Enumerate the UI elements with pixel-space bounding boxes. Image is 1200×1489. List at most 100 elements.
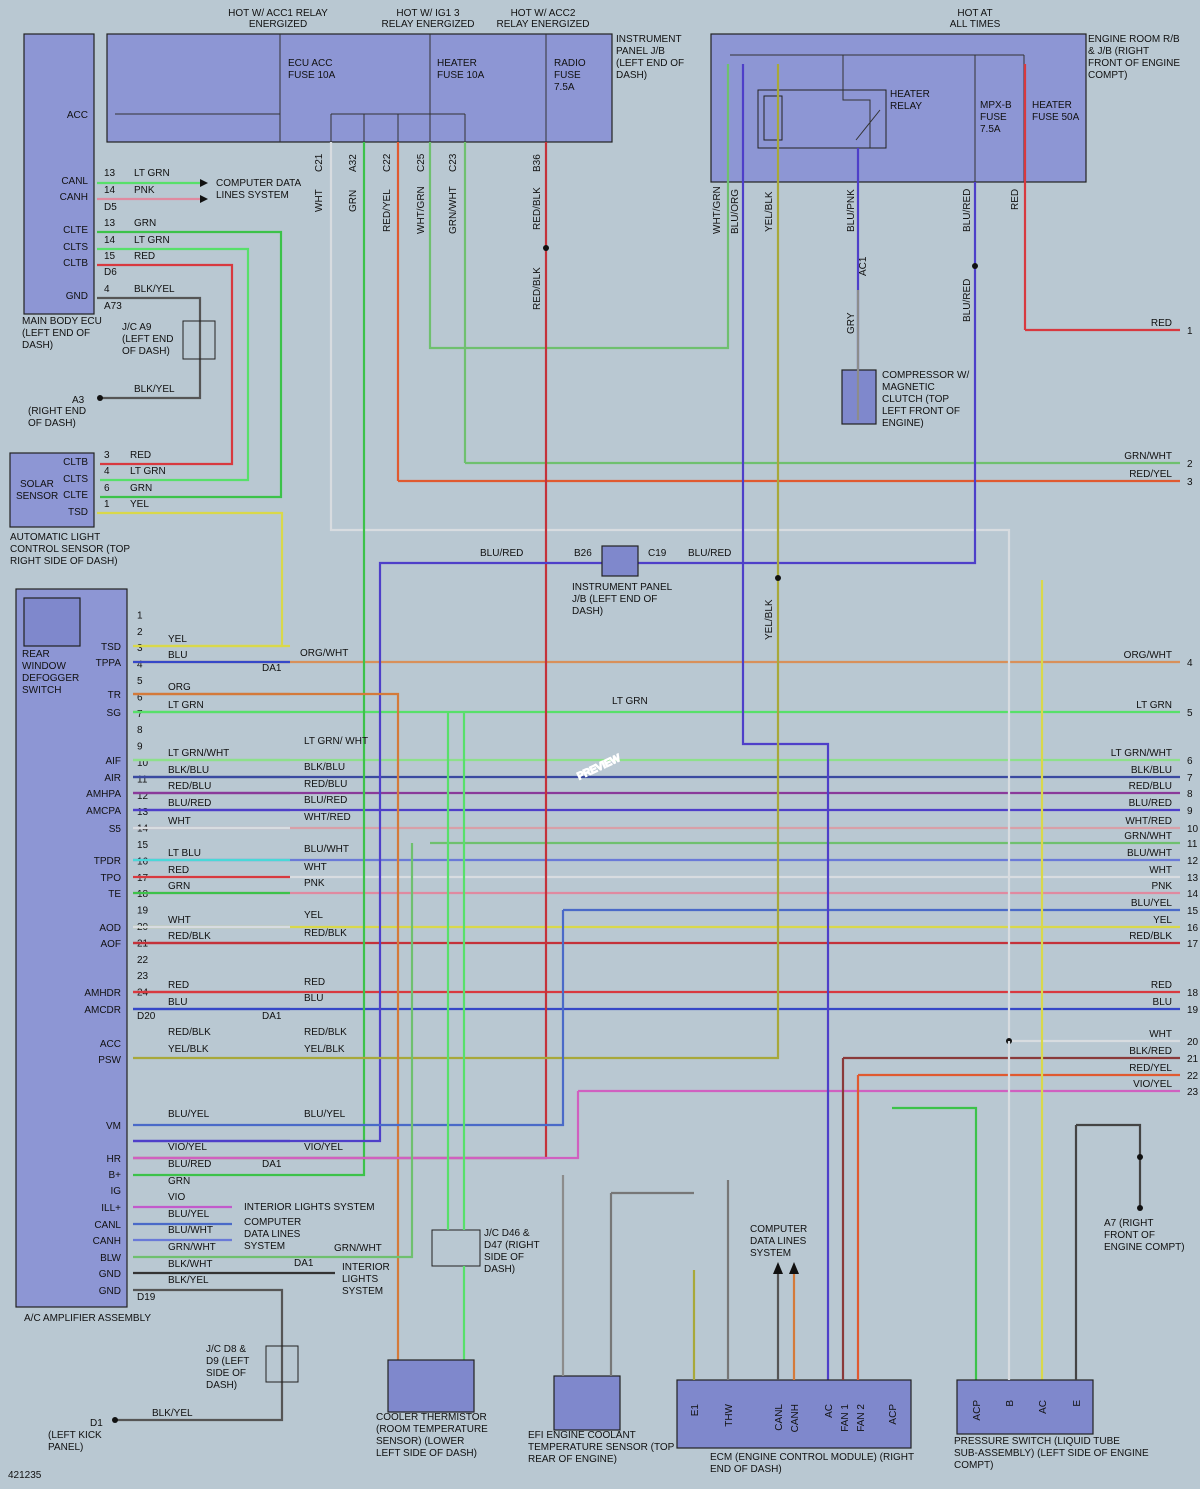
defogger-label: SWITCH — [22, 685, 61, 696]
solar-pin: CLTB — [63, 457, 88, 468]
vertical-label: YEL/BLK — [764, 191, 775, 232]
right-wire-label: WHT/RED — [1125, 816, 1172, 827]
wire-label: ORG/WHT — [300, 648, 348, 659]
main-body-ecu-label: MAIN BODY ECU — [22, 316, 102, 327]
compressor-label: ENGINE) — [882, 418, 924, 429]
pin: 4 — [104, 466, 110, 477]
vertical-label: WHT/GRN — [712, 186, 723, 234]
mid-label: LT GRN/ WHT — [304, 736, 368, 747]
ecu-pin-label: ACC — [67, 110, 88, 121]
connector: DA1 — [262, 1159, 282, 1170]
amp-wire-label: RED/BLK — [168, 931, 211, 942]
ip-jb-label: (LEFT END OF — [616, 58, 684, 69]
pressure-label: SUB-ASSEMBLY) (LEFT SIDE OF ENGINE — [954, 1448, 1149, 1459]
right-wire-num: 2 — [1187, 459, 1193, 470]
ac-amp-label: A/C AMPLIFIER ASSEMBLY — [24, 1313, 151, 1324]
right-wire-label: BLK/BLU — [1131, 765, 1172, 776]
wire-label: LT GRN — [130, 466, 166, 477]
compressor-label: LEFT FRONT OF — [882, 406, 960, 417]
amp-pin-label: ILL+ — [101, 1203, 121, 1214]
connector: DA1 — [294, 1258, 314, 1269]
amp-pin-label: IG — [110, 1186, 121, 1197]
wire-label: GRN — [130, 483, 152, 494]
connector: C21 — [314, 153, 325, 172]
ecm-pin: THW — [724, 1403, 735, 1426]
amp-pin-num: 8 — [137, 725, 143, 736]
right-wire-num: 6 — [1187, 756, 1193, 767]
wire-label: BLK/YEL — [152, 1408, 193, 1419]
wire-label: BLU/YEL — [304, 1109, 346, 1120]
ecu-pin-label: CLTE — [63, 225, 88, 236]
jb-bus — [115, 113, 466, 142]
right-wire-num: 8 — [1187, 789, 1193, 800]
right-wire-label: RED — [1151, 318, 1172, 329]
connector: D20 — [137, 1011, 156, 1022]
right-wire-num: 9 — [1187, 806, 1193, 817]
amp-wire-label: YEL — [168, 634, 187, 645]
connector: A73 — [104, 301, 122, 312]
amp-pin-label: AMHPA — [86, 789, 121, 800]
right-wire-label: BLU — [1153, 997, 1172, 1008]
amp-wire-label: WHT — [168, 816, 191, 827]
arrow — [789, 1262, 799, 1274]
engine-rb-label: & J/B (RIGHT — [1088, 46, 1149, 57]
wire-label: BLU/RED — [480, 548, 523, 559]
wire-blw — [133, 843, 414, 1259]
compressor-label: COMPRESSOR W/ — [882, 370, 969, 381]
hot-ig13: RELAY ENERGIZED — [382, 19, 475, 30]
heater-relay-label: RELAY — [890, 101, 922, 112]
solar-pin: CLTS — [63, 474, 88, 485]
amp-pin-num: 15 — [137, 840, 149, 851]
amp-wire-label: BLK/BLU — [168, 765, 209, 776]
wire-clts — [97, 247, 250, 482]
amp-pin-label: AOD — [99, 923, 121, 934]
jc-d8-label: DASH) — [206, 1380, 237, 1391]
wire-label: LT GRN — [134, 168, 170, 179]
amp-pin-num: 5 — [137, 676, 143, 687]
pin: 14 — [104, 185, 116, 196]
fuse-radio: RADIO — [554, 58, 586, 69]
amp-pin-label: SG — [107, 708, 122, 719]
gnd-label: D1 — [90, 1418, 103, 1429]
wire-vioyel — [133, 1091, 580, 1160]
wire-label: VIO/YEL — [304, 1142, 343, 1153]
connector: C22 — [382, 153, 393, 172]
fuse-mpxb: MPX-B — [980, 100, 1012, 111]
efi-label: EFI ENGINE COOLANT — [528, 1430, 636, 1441]
vertical-label: BLU/ORG — [730, 189, 741, 234]
heater-relay — [757, 89, 887, 149]
mid-label: BLU/RED — [304, 795, 347, 806]
pin: 4 — [104, 284, 110, 295]
amp-pin-label: AIF — [105, 756, 121, 767]
jc-d8-label: J/C D8 & — [206, 1344, 246, 1355]
vertical-label: RED — [1010, 189, 1021, 210]
main-body-ecu — [23, 33, 95, 315]
right-wire-label: PNK — [1151, 881, 1172, 892]
cooler-label: COOLER THERMISTOR — [376, 1412, 487, 1423]
pin: 1 — [104, 499, 110, 510]
pin: 15 — [104, 251, 116, 262]
splice-dot — [97, 395, 103, 401]
hot-all: ALL TIMES — [950, 19, 1001, 30]
splice-dot — [112, 1417, 118, 1423]
gnd-label: A3 — [72, 395, 85, 406]
pressure-pin: AC — [1038, 1400, 1049, 1414]
wire-label: BLU/YEL — [168, 1209, 210, 1220]
fuse-mpxb: FUSE — [980, 112, 1007, 123]
engine-rb-label: ENGINE ROOM R/B — [1088, 34, 1180, 45]
right-wire-num: 20 — [1187, 1037, 1199, 1048]
right-wire-num: 7 — [1187, 773, 1193, 784]
connector: C19 — [648, 548, 667, 559]
right-wire-label: BLU/RED — [1129, 798, 1172, 809]
vertical-label: BLU/RED — [962, 189, 973, 232]
interior-lights-ref2: SYSTEM — [342, 1286, 383, 1297]
d1-label: (LEFT KICK — [48, 1430, 102, 1441]
right-wire-num: 13 — [1187, 873, 1199, 884]
mid-label: RED/BLK — [304, 928, 347, 939]
amp-wire-label: ORG — [168, 682, 191, 693]
solar-pin: TSD — [68, 507, 88, 518]
wire-label: YEL/BLK — [168, 1044, 209, 1055]
right-wire-label: BLU/WHT — [1127, 848, 1172, 859]
amp-wire-label: BLU/RED — [168, 798, 211, 809]
